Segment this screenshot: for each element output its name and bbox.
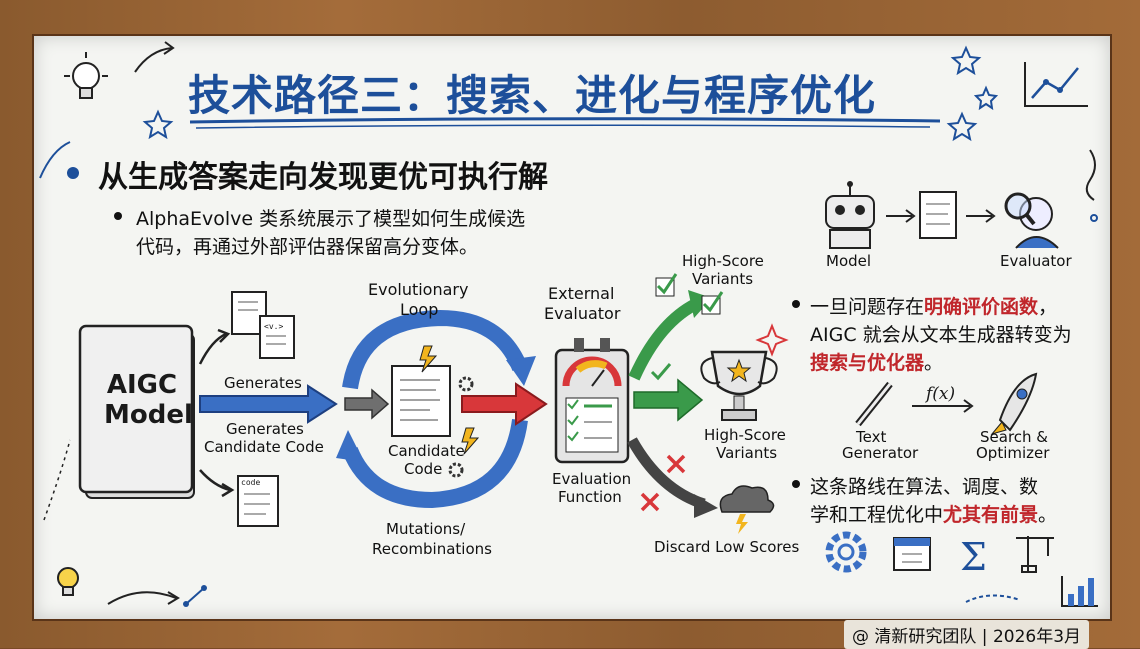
bullet2-line1: 一旦问题存在明确评价函数， [810,292,1057,319]
sigma-icon: Σ [960,535,987,579]
evaluation-function-label-1: Evaluation [552,470,632,488]
high-score-top-label-1: High-Score [682,252,764,270]
high-score-mid-label-1: High-Score [704,426,786,444]
lightning-icon [419,345,438,373]
robot-icon [825,181,875,249]
whiteboard [32,34,1112,621]
title-underline [189,117,941,124]
candidate-code-label-1: Candidate [388,442,465,460]
evaluator-device [554,338,630,464]
discard-label: Discard Low Scores [654,538,800,556]
document-icon [919,191,957,239]
gear-icon [448,376,474,478]
code-mini-label: code [241,478,261,487]
bullet3-highlight: 尤其有前景 [943,504,1039,526]
magnifier-person-icon [1004,192,1059,249]
mutations-label-1: Mutations/ [386,520,466,538]
page-title: 技术路径三：搜索、进化与程序优化 [188,71,877,120]
subtitle: 从生成答案走向发现更优可执行解 [98,160,548,195]
calendar-icon [893,537,931,571]
gear-icon [825,531,867,573]
bullet2-line3: 搜索与优化器。 [810,348,943,375]
bullet3-line1: 这条路线在算法、调度、数 [810,476,1039,498]
evaluation-function-label-2: Function [558,488,622,506]
candidate-code-icon [391,365,451,437]
bullet1-line1: AlphaEvolve 类系统展示了模型如何生成候选 [136,208,526,230]
code-mini-label-2: <v.> [264,322,284,331]
aigc-model-block [78,324,195,499]
generates-label: Generates [224,374,302,392]
rocket-icon [990,372,1038,435]
bullet2-highlight-1: 明确评价函数 [924,296,1039,318]
evolutionary-loop [336,309,536,509]
high-score-mid-arrow [633,378,704,422]
bar-chart-icon [1061,576,1098,607]
cross-icon [640,454,686,512]
evaluator-caption: Evaluator [1000,252,1072,270]
bullet3-text: 学和工程优化中 [810,504,944,526]
lightbulb-icon [64,52,108,99]
candidate-code-label-2: Code [404,460,443,478]
mutations-label-2: Recombinations [372,540,492,558]
star-icon [142,45,999,142]
evo-loop-label-2: Loop [400,300,439,319]
search-optimizer-label-1: Search & [980,428,1048,446]
storm-cloud-icon [719,485,775,534]
bullet3-line2: 学和工程优化中尤其有前景。 [810,500,1057,527]
aigc-model-label: AIGC Model [104,370,193,430]
text-generator-label-1: Text [856,428,887,446]
evo-loop-label-1: Evolutionary [368,280,469,299]
model-label: Model [104,400,193,430]
input-arrow [344,388,390,420]
trophy-icon [700,350,778,421]
bullet2-line2: AIGC 就会从文本生成器转变为 [810,324,1072,346]
search-optimizer-label-2: Optimizer [976,444,1050,462]
crane-icon [1016,536,1054,573]
curl-arrow-icon [134,47,173,73]
check-icon [650,273,724,381]
bullet2-text-2: ， [1038,296,1058,318]
model-caption: Model [826,252,872,270]
text-generator-label-2: Generator [842,444,919,462]
document-icon [231,291,295,527]
generates-arrow [199,384,338,424]
bullet2-highlight-2: 搜索与优化器 [810,352,925,374]
to-evaluator-arrow [461,382,548,426]
subtitle-bullet [67,167,79,179]
pen-icon [852,381,893,432]
generates-candidate-label-2: Candidate Code [204,438,324,456]
lightbulb-icon [57,567,79,596]
high-score-mid-label-2: Variants [716,444,778,462]
bullet1-line2: 代码，再通过外部评估器保留高分变体。 [136,236,479,258]
bullet3-end: 。 [1038,504,1058,526]
fx-label: f(x) [926,384,956,404]
bullet2-end: 。 [924,352,944,374]
credit-label: @ 清新研究团队 | 2026年3月 [844,620,1090,649]
bullet2-text-1: 一旦问题存在 [810,296,925,318]
external-evaluator-label-1: External [548,284,615,303]
trend-chart-icon [1024,62,1088,107]
high-score-top-label-2: Variants [692,270,754,288]
generates-candidate-label-1: Generates [226,420,304,438]
aigc-label: AIGC [106,370,178,400]
external-evaluator-label-2: Evaluator [544,304,621,323]
